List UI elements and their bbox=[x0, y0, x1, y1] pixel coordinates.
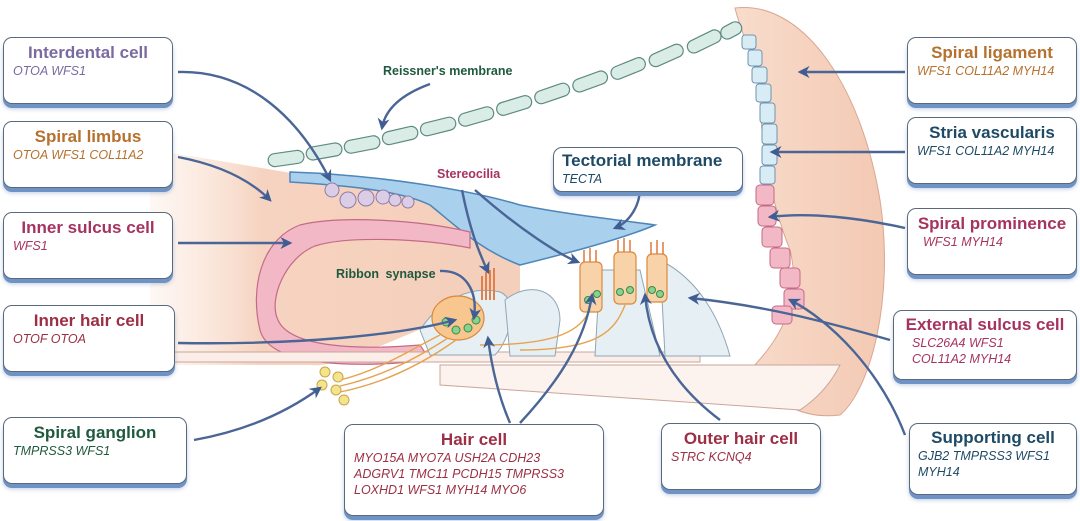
gene-list: OTOA WFS1 bbox=[13, 64, 86, 78]
box-inner-hair-cell: Inner hair cell OTOF OTOA bbox=[3, 305, 175, 372]
arrow-external-sulcus bbox=[687, 292, 891, 342]
gene-list: WFS1 COL11A2 MYH14 bbox=[917, 64, 1055, 78]
arrow-ribbon bbox=[439, 269, 482, 321]
box-title: Tectorial membrane bbox=[562, 151, 723, 170]
gene-list-line: ADGRV1 TMC11 PCDH15 TMPRSS3 bbox=[354, 467, 565, 481]
box-spiral-ligament: Spiral ligament WFS1 COL11A2 MYH14 bbox=[907, 37, 1077, 104]
gene-list: WFS1 COL11A2 MYH14 bbox=[917, 144, 1055, 158]
box-interdental-cell: Interdental cell OTOA WFS1 bbox=[3, 37, 173, 104]
gene-list: OTOF OTOA bbox=[13, 332, 86, 346]
box-spiral-ganglion: Spiral ganglion TMPRSS3 WFS1 bbox=[3, 417, 187, 484]
reissners-membrane bbox=[267, 21, 743, 168]
tectorial-membrane bbox=[289, 171, 658, 266]
arrow-inner-hair-cell bbox=[177, 316, 458, 345]
box-title: Spiral ganglion bbox=[33, 423, 157, 442]
spiral-ganglion-cells bbox=[316, 366, 350, 406]
arrow-tectorial bbox=[612, 187, 642, 230]
box-title: Spiral ligament bbox=[931, 43, 1053, 62]
gene-list: WFS1 MYH14 bbox=[923, 235, 1003, 249]
arrow-interdental bbox=[177, 70, 332, 183]
arrow-spiral-ganglion bbox=[193, 386, 322, 442]
box-title: External sulcus cell bbox=[905, 315, 1065, 334]
pointer-arrows bbox=[177, 66, 907, 442]
gene-list-line: MYO15A MYO7A USH2A CDH23 bbox=[354, 451, 541, 465]
outer-hair-cell-stereocilia bbox=[583, 238, 664, 262]
box-title: Supporting cell bbox=[931, 428, 1055, 447]
stereocilia-label: Stereocilia bbox=[437, 167, 501, 181]
box-external-sulcus-cell: External sulcus cell SLC26A4 WFS1 COL11A… bbox=[893, 310, 1077, 380]
reissners-membrane-label: Reissner's membrane bbox=[383, 64, 513, 78]
spiral-limbus-tissue bbox=[150, 150, 520, 366]
gene-list-line: LOXHD1 WFS1 MYH14 MYO6 bbox=[354, 483, 527, 497]
gene-list: WFS1 bbox=[13, 239, 48, 253]
ohc-synapses bbox=[584, 286, 664, 304]
box-hair-cell: Hair cell MYO15A MYO7A USH2A CDH23 ADGRV… bbox=[344, 424, 604, 516]
arrow-outer-hair-cell bbox=[639, 292, 721, 421]
arrow-stereocilia-2 bbox=[474, 189, 581, 265]
gene-list-line: SLC26A4 WFS1 bbox=[912, 336, 1004, 350]
gene-list: STRC KCNQ4 bbox=[671, 450, 752, 464]
outer-hair-cells-drawing bbox=[579, 251, 668, 313]
arrow-hair-cell-1 bbox=[483, 335, 512, 424]
arrow-hair-cell-2 bbox=[519, 292, 597, 424]
inner-sulcus-epithelium bbox=[255, 219, 471, 365]
gene-list-line: COL11A2 MYH14 bbox=[912, 352, 1012, 366]
gene-list-line: GJB2 TMPRSS3 WFS1 bbox=[918, 449, 1050, 463]
box-title: Spiral limbus bbox=[34, 127, 142, 146]
arrow-spiral-prominence bbox=[767, 209, 906, 230]
lower-cells bbox=[439, 364, 841, 411]
gene-list-line: MYH14 bbox=[918, 465, 960, 479]
box-title: Spiral prominence bbox=[917, 214, 1067, 233]
arrow-spiral-limbus bbox=[177, 155, 272, 202]
box-title: Stria vascularis bbox=[929, 123, 1055, 142]
box-title: Hair cell bbox=[440, 430, 508, 449]
gene-list: TECTA bbox=[562, 172, 603, 186]
box-inner-sulcus-cell: Inner sulcus cell WFS1 bbox=[3, 212, 173, 279]
box-spiral-limbus: Spiral limbus OTOA WFS1 COL11A2 bbox=[3, 121, 173, 188]
arrow-supporting bbox=[787, 298, 907, 436]
stria-vascularis-cells bbox=[741, 34, 778, 185]
box-outer-hair-cell: Outer hair cell STRC KCNQ4 bbox=[661, 423, 821, 490]
box-title: Inner sulcus cell bbox=[21, 218, 155, 237]
arrow-stereocilia-1 bbox=[460, 189, 490, 275]
external-sulcus-cells bbox=[755, 184, 805, 325]
interdental-cells bbox=[324, 182, 415, 209]
box-title: Interdental cell bbox=[28, 43, 148, 62]
box-spiral-prominence: Spiral prominence WFS1 MYH14 bbox=[907, 208, 1077, 275]
box-title: Inner hair cell bbox=[33, 311, 145, 330]
box-stria-vascularis: Stria vascularis WFS1 COL11A2 MYH14 bbox=[907, 117, 1077, 184]
arrow-reissner bbox=[377, 82, 431, 131]
nerve-fibers bbox=[339, 304, 626, 393]
gene-list: OTOA WFS1 COL11A2 bbox=[13, 148, 144, 162]
box-tectorial-membrane: Tectorial membrane TECTA bbox=[553, 147, 743, 192]
box-supporting-cell: Supporting cell GJB2 TMPRSS3 WFS1 MYH14 bbox=[909, 423, 1077, 495]
box-title: Outer hair cell bbox=[683, 429, 799, 448]
gene-list: TMPRSS3 WFS1 bbox=[13, 444, 111, 458]
ribbon-synapse-label: Ribbon synapse bbox=[336, 267, 436, 281]
